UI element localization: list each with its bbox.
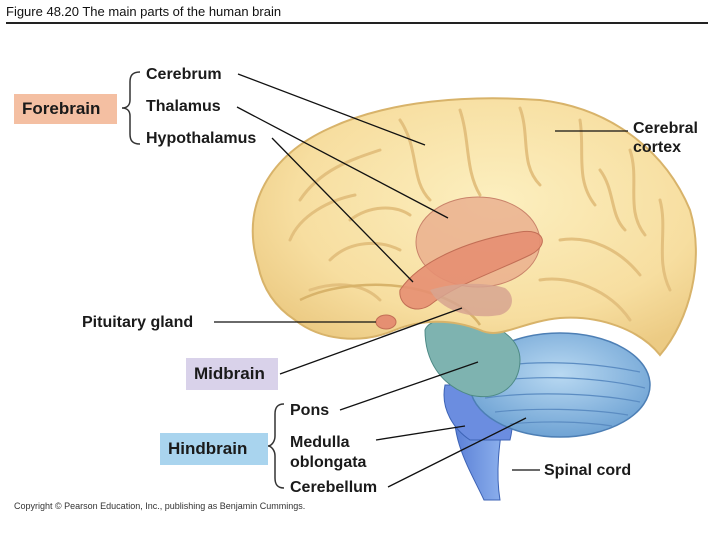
pituitary-shape bbox=[375, 314, 397, 330]
leader-medulla bbox=[375, 425, 466, 441]
label-cerebral-cortex-line1: Cerebral bbox=[633, 120, 698, 137]
forebrain-bracket bbox=[121, 71, 141, 145]
label-thalamus: Thalamus bbox=[146, 98, 221, 115]
forebrain-label-text: Forebrain bbox=[22, 99, 101, 118]
hindbrain-group-label: Hindbrain bbox=[160, 433, 268, 465]
figure-title: Figure 48.20 The main parts of the human… bbox=[6, 4, 282, 19]
leader-cerebellum bbox=[387, 417, 527, 488]
label-cerebellum: Cerebellum bbox=[290, 479, 378, 496]
label-spinal-cord: Spinal cord bbox=[544, 462, 632, 479]
hindbrain-label-text: Hindbrain bbox=[168, 439, 248, 458]
copyright-notice: Copyright © Pearson Education, Inc., pub… bbox=[14, 501, 306, 511]
label-medulla-line2: oblongata bbox=[290, 454, 367, 471]
label-medulla-line1: Medulla bbox=[290, 434, 350, 451]
midbrain-group-label: Midbrain bbox=[186, 358, 278, 390]
label-pituitary-gland: Pituitary gland bbox=[82, 314, 194, 331]
title-divider bbox=[6, 22, 708, 24]
leader-cerebrum bbox=[237, 73, 426, 146]
hindbrain-bracket bbox=[267, 403, 285, 489]
label-cerebrum: Cerebrum bbox=[146, 66, 222, 83]
forebrain-group-label: Forebrain bbox=[14, 94, 117, 124]
leader-lines bbox=[214, 73, 628, 488]
midbrain-label-text: Midbrain bbox=[194, 364, 265, 383]
leader-thalamus bbox=[236, 106, 449, 219]
leader-pons bbox=[339, 361, 479, 411]
leader-midbrain bbox=[279, 307, 463, 375]
label-hypothalamus: Hypothalamus bbox=[146, 130, 257, 147]
leader-hypothalamus bbox=[271, 137, 414, 283]
midbrain-shape bbox=[430, 283, 512, 317]
label-pons: Pons bbox=[290, 402, 330, 419]
label-cerebral-cortex-line2: cortex bbox=[633, 139, 682, 156]
cortex-gyri bbox=[288, 106, 672, 322]
group-brackets bbox=[121, 71, 285, 489]
